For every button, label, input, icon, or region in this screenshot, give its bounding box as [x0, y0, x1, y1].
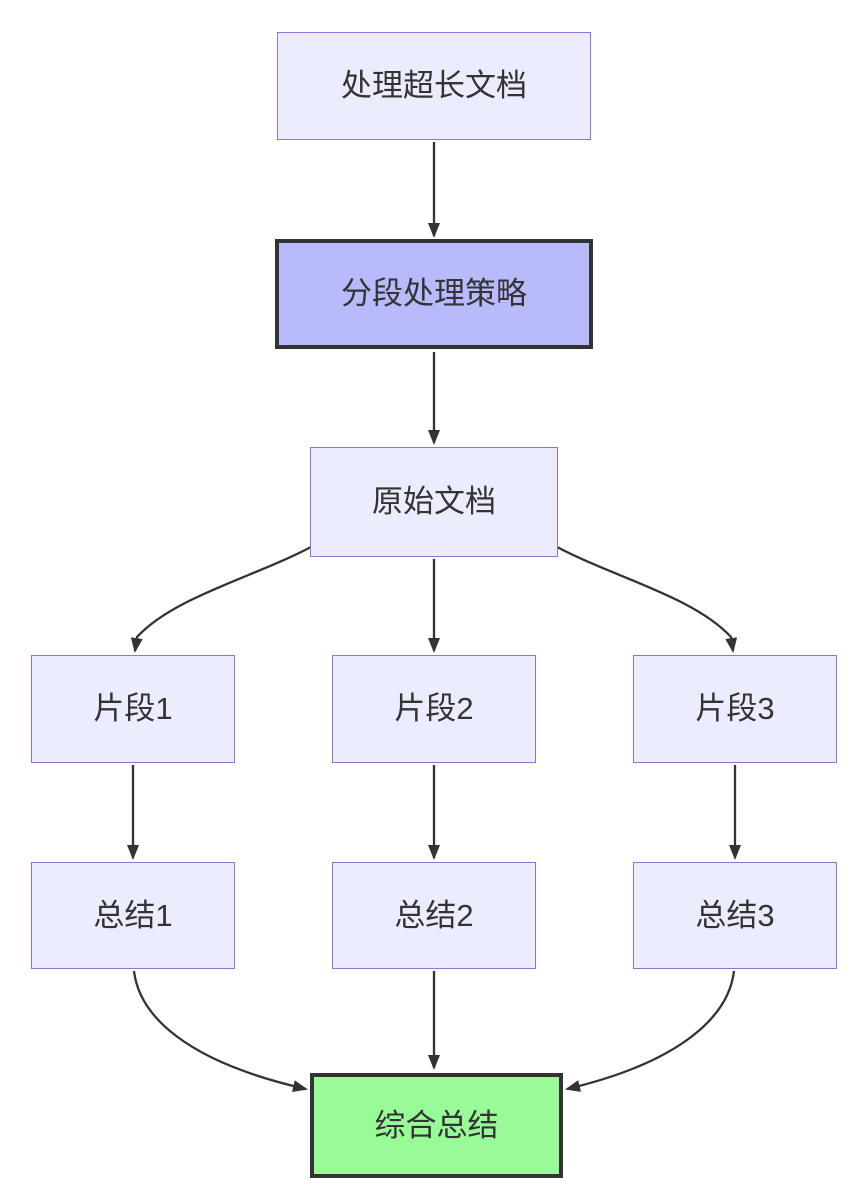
node-fragment-1-label: 片段1: [93, 691, 173, 727]
node-fragment-2-label: 片段2: [394, 691, 474, 727]
node-summary-3-label: 总结3: [695, 897, 775, 933]
node-summary-3: 总结3: [633, 862, 837, 969]
node-summary-1-label: 总结1: [93, 897, 173, 933]
edge-summary-1-to-final: [132, 970, 308, 1092]
node-segment-strategy-label: 分段处理策略: [341, 276, 527, 312]
node-final-summary: 综合总结: [310, 1073, 563, 1178]
node-original-document-label: 原始文档: [372, 484, 496, 520]
node-original-document: 原始文档: [310, 447, 558, 557]
node-segment-strategy: 分段处理策略: [275, 239, 593, 349]
edge-original-to-fragment-3: [556, 545, 738, 653]
node-fragment-3: 片段3: [633, 655, 837, 763]
node-fragment-2: 片段2: [332, 655, 536, 763]
node-final-summary-label: 综合总结: [374, 1107, 499, 1143]
node-summary-2-label: 总结2: [394, 897, 474, 933]
node-summary-2: 总结2: [332, 862, 536, 969]
node-process-long-document: 处理超长文档: [277, 32, 591, 140]
edge-original-to-fragment-1: [130, 545, 312, 653]
node-summary-1: 总结1: [31, 862, 235, 969]
node-fragment-3-label: 片段3: [695, 691, 775, 727]
node-process-long-document-label: 处理超长文档: [341, 68, 527, 104]
node-fragment-1: 片段1: [31, 655, 235, 763]
edge-summary-3-to-final: [565, 970, 736, 1092]
